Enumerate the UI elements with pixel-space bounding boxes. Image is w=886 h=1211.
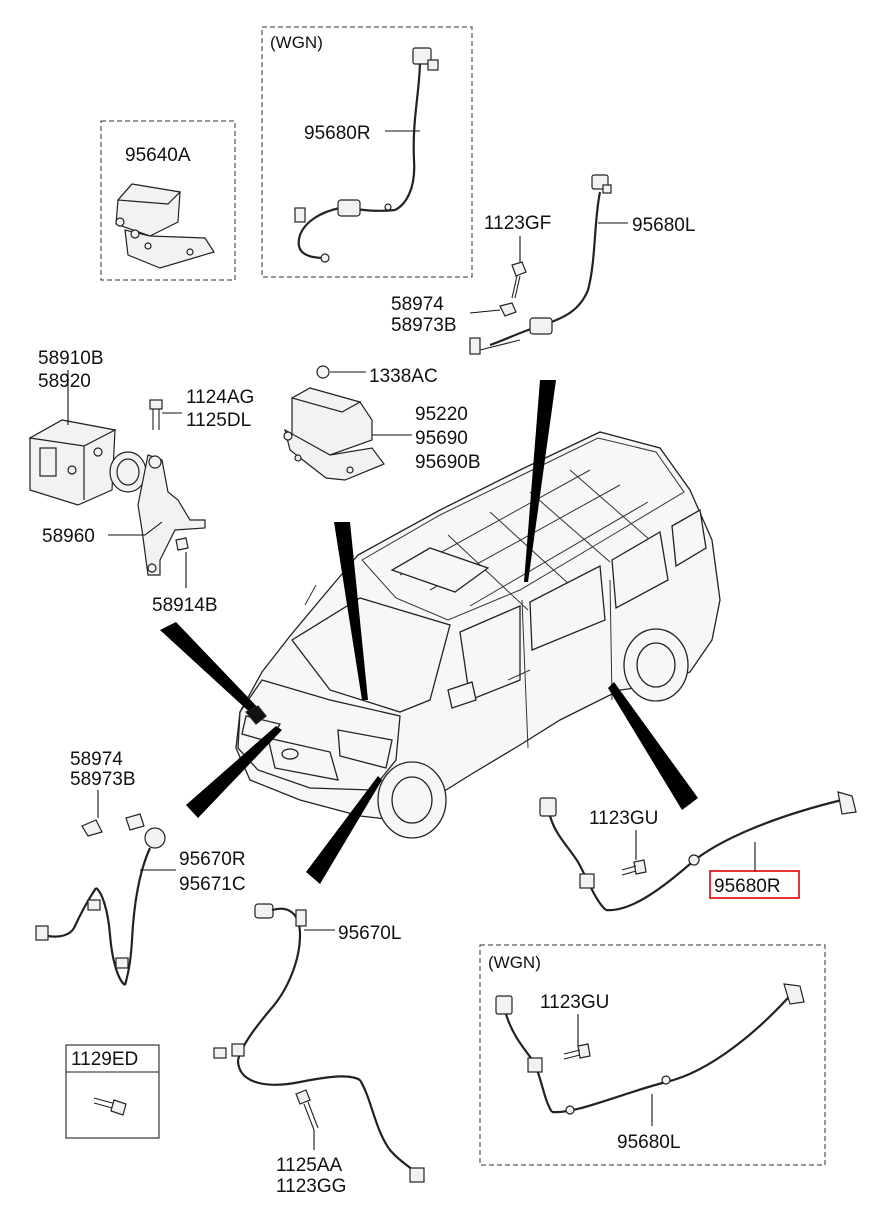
box-1129ED (65, 1044, 160, 1139)
label-1123GU-mid[interactable]: 1123GU (589, 808, 658, 829)
wheel-sensor-95680L-wgn[interactable] (495, 983, 805, 1115)
box-95640A (100, 120, 236, 281)
pointer-wedge-4 (186, 726, 282, 818)
leader-58960 (108, 521, 163, 536)
label-58914B[interactable]: 58914B (152, 595, 218, 616)
box-wgn-top (261, 26, 473, 278)
pointer-wedge-5 (306, 776, 382, 884)
bolt-1129ED[interactable] (93, 1097, 127, 1116)
label-1125AA[interactable]: 1125AA (276, 1155, 343, 1176)
label-58973B-top[interactable]: 58973B (391, 315, 457, 336)
label-58974-bottom[interactable]: 58974 (70, 749, 123, 770)
wheel-sensor-95680R[interactable] (539, 791, 857, 912)
bolt-1124AG[interactable] (149, 399, 163, 430)
wheel-sensor-95670R[interactable] (35, 827, 166, 986)
label-1123GU-bottom[interactable]: 1123GU (540, 992, 609, 1013)
bolt-1123GU-bottom[interactable] (563, 1043, 591, 1060)
pointer-wedge-3 (160, 622, 262, 718)
label-95640A[interactable]: 95640A (125, 145, 191, 166)
label-58973B-bottom[interactable]: 58973B (70, 769, 136, 790)
label-1125DL[interactable]: 1125DL (186, 410, 251, 431)
hecu-assembly-58910B[interactable] (28, 419, 147, 506)
wheel-sensor-95680L-top[interactable] (469, 174, 612, 355)
label-1123GF[interactable]: 1123GF (484, 213, 551, 234)
label-95690[interactable]: 95690 (415, 428, 468, 449)
yaw-rate-sensor-95220[interactable] (283, 365, 385, 481)
label-95680R-top[interactable]: 95680R (304, 123, 371, 144)
label-95690B[interactable]: 95690B (415, 452, 481, 473)
bolt-1123GF[interactable] (511, 261, 527, 299)
pointer-wedge-2 (334, 522, 368, 700)
label-58960[interactable]: 58960 (42, 526, 95, 547)
label-95220[interactable]: 95220 (415, 404, 468, 425)
bolt-1123GU-mid[interactable] (621, 859, 647, 876)
label-95680R-selected[interactable]: 95680R (714, 876, 781, 897)
label-wgn-top: (WGN) (270, 33, 323, 52)
label-1123GG[interactable]: 1123GG (276, 1176, 346, 1197)
vehicle-body (235, 431, 721, 839)
bracket-58960[interactable] (137, 454, 206, 576)
clip-58974-bottom[interactable] (81, 813, 145, 837)
label-95680L-bottom[interactable]: 95680L (617, 1132, 680, 1153)
bolt-58914B[interactable] (175, 537, 189, 551)
pointer-wedge-1 (524, 380, 556, 582)
bolt-1125AA[interactable] (295, 1089, 319, 1131)
leader-58974-top (469, 309, 501, 314)
label-wgn-bottom: (WGN) (488, 953, 541, 972)
sensor-module-95640A[interactable] (115, 183, 215, 269)
label-95670L[interactable]: 95670L (338, 923, 401, 944)
wheel-sensor-95680R-wgn[interactable] (294, 47, 439, 263)
highlight-box-95680R (709, 870, 800, 899)
module-marker-front (245, 705, 267, 725)
label-95671C[interactable]: 95671C (179, 874, 246, 895)
label-1124AG[interactable]: 1124AG (186, 387, 254, 408)
label-1129ED[interactable]: 1129ED (71, 1049, 138, 1070)
label-58920[interactable]: 58920 (38, 371, 91, 392)
box-wgn-bottom (479, 944, 826, 1166)
pointer-wedge-6 (608, 682, 698, 810)
label-58910B[interactable]: 58910B (38, 348, 104, 369)
label-58974-top[interactable]: 58974 (391, 294, 444, 315)
label-95670R[interactable]: 95670R (179, 849, 246, 870)
label-95680L-top[interactable]: 95680L (632, 215, 695, 236)
clip-58974-top[interactable] (499, 302, 517, 317)
wheel-sensor-95670L[interactable] (213, 903, 425, 1183)
label-1338AC[interactable]: 1338AC (369, 366, 438, 387)
